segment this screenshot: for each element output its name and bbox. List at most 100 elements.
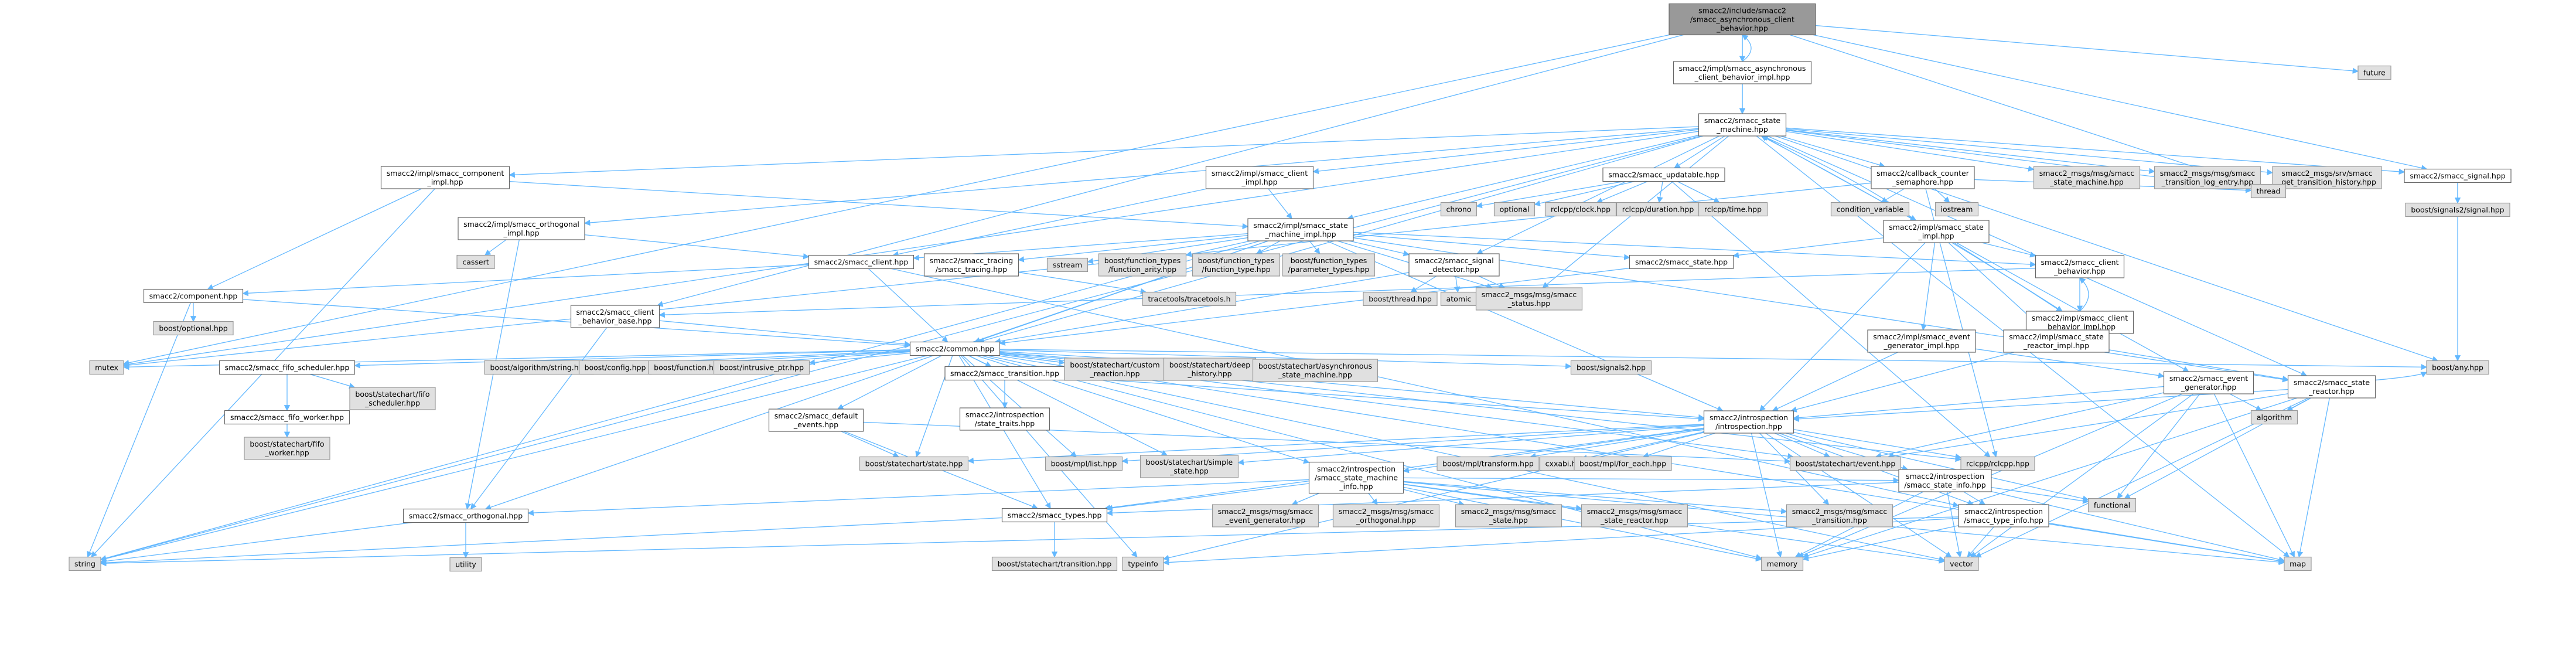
node-types[interactable]: smacc2/smacc_types.hpp [1001, 508, 1108, 523]
node-label: boost/thread.hpp [1369, 295, 1432, 304]
node-state-reactor-impl[interactable]: smacc2/impl/smacc_state_reactor_impl.hpp [2003, 329, 2110, 353]
node-box [959, 407, 1050, 431]
node-client-impl[interactable]: smacc2/impl/smacc_client_impl.hpp [1205, 166, 1314, 189]
node-signal-detector[interactable]: smacc2/smacc_signal_detector.hpp [1408, 253, 1500, 277]
node-introspection[interactable]: smacc2/introspection/introspection.hpp [1703, 410, 1794, 434]
edge-state-machine-to-signal [1786, 127, 2406, 175]
edge-signal-detector-to-common [994, 272, 1410, 345]
node-transition[interactable]: smacc2/smacc_transition.hpp [944, 366, 1065, 381]
node-label: _behavior.hpp [2053, 267, 2106, 275]
edge-sm-impl-to-tracing [1018, 234, 1248, 263]
node-rclcpp-time: rclcpp/time.hpp [1698, 202, 1768, 217]
edge-introspection-to-memory [1751, 433, 1783, 558]
node-box [449, 557, 482, 572]
node-label: smacc2_msgs/msg/smacc [2039, 169, 2135, 178]
node-box [909, 341, 1001, 356]
node-common[interactable]: smacc2/common.hpp [909, 341, 1001, 356]
edge-event-generator-to-algorithm [2229, 393, 2263, 411]
node-label: smacc2_msgs/msg/smacc [1792, 507, 1888, 516]
node-label: _state_machine.hpp [1278, 370, 1352, 379]
node-label: boost/mpl/for_each.hpp [1579, 459, 1666, 468]
edge-callback-sem-to-cond-var [1881, 188, 1905, 203]
node-signal[interactable]: smacc2/smacc_signal.hpp [2404, 168, 2512, 183]
edge-types-to-string [100, 517, 1002, 566]
edge-sm-info-to-msg-transition [1403, 481, 1787, 515]
node-client-behavior[interactable]: smacc2/smacc_client_behavior.hpp [2035, 255, 2125, 278]
node-label: smacc2/introspection [965, 410, 1044, 419]
node-state-traits[interactable]: smacc2/introspection/state_traits.hpp [959, 407, 1050, 431]
node-sm-info[interactable]: smacc2/introspection/smacc_state_machine… [1308, 461, 1404, 494]
node-state[interactable]: smacc2/smacc_state.hpp [1629, 254, 1734, 270]
node-label: smacc2/introspection [1906, 472, 1984, 481]
node-label: _events.hpp [793, 420, 838, 429]
node-label: mutex [95, 363, 118, 372]
node-label: boost/statechart/simple [1146, 458, 1233, 467]
edge-sm-impl-to-ft-type [1255, 240, 1281, 254]
node-label: smacc2/introspection [1710, 413, 1788, 422]
edge-type-info-to-vector [1967, 526, 1994, 558]
edge-introspection-to-vector [1765, 433, 1952, 558]
edge-type-info-to-memory [1802, 525, 1959, 561]
node-box [1001, 508, 1108, 523]
node-vector: vector [1944, 556, 1979, 571]
node-component-impl[interactable]: smacc2/impl/smacc_component_impl.hpp [380, 166, 510, 189]
node-orthogonal[interactable]: smacc2/smacc_orthogonal.hpp [402, 508, 529, 523]
node-box [244, 437, 330, 460]
node-boost-thread: boost/thread.hpp [1363, 291, 1438, 307]
node-state-reactor[interactable]: smacc2/smacc_state_reactor.hpp [2287, 375, 2376, 399]
node-box [2287, 375, 2376, 399]
edge-event-generator-to-sc-event [1875, 392, 2164, 459]
node-sm-impl[interactable]: smacc2/impl/smacc_state_machine_impl.hpp [1247, 218, 1354, 241]
edge-updatable-to-rclcpp-time [1677, 181, 1720, 203]
node-boost-any: boost/any.hpp [2426, 360, 2489, 375]
node-label: smacc2/smacc_transition.hpp [950, 369, 1059, 378]
node-state-machine[interactable]: smacc2/smacc_state_machine.hpp [1698, 113, 1787, 137]
node-event-generator-impl[interactable]: smacc2/impl/smacc_event_generator_impl.h… [1867, 329, 1976, 353]
node-label: _generator_impl.hpp [1883, 341, 1959, 350]
node-type-info[interactable]: smacc2/introspection/smacc_type_info.hpp [1958, 504, 2049, 527]
node-client-behavior-base[interactable]: smacc2/smacc_client_behavior_base.hpp [570, 305, 660, 328]
node-label: _generator.hpp [2181, 383, 2237, 392]
node-label: smacc2/smacc_default [774, 411, 858, 420]
edge-introspection-to-functional [1793, 431, 2089, 502]
node-state-info[interactable]: smacc2/introspection/smacc_state_info.hp… [1898, 469, 1992, 492]
node-label: functional [2094, 501, 2130, 510]
node-label: boost/signals2/signal.hpp [2411, 206, 2504, 215]
edge-state-reactor-to-map [2297, 397, 2330, 558]
node-box [1046, 257, 1089, 273]
edge-client-behavior-base-to-orthogonal [470, 327, 608, 510]
node-box [219, 360, 356, 375]
node-async-impl[interactable]: smacc2/impl/smacc_asynchronous_client_be… [1673, 61, 1812, 84]
node-label: smacc2/smacc_fifo_scheduler.hpp [225, 363, 350, 372]
edge-client-behavior-impl-to-client-behavior [2079, 277, 2089, 312]
node-fifo-worker[interactable]: smacc2/smacc_fifo_worker.hpp [224, 410, 350, 425]
node-tracing[interactable]: smacc2/smacc_tracing/smacc_tracing.hpp [923, 253, 1019, 277]
edge-common-to-default-events [837, 355, 942, 410]
node-client[interactable]: smacc2/smacc_client.hpp [808, 254, 915, 270]
node-box [1282, 253, 1376, 277]
node-box [1163, 358, 1257, 381]
node-callback-sem[interactable]: smacc2/callback_counter_semaphore.hpp [1871, 166, 1975, 189]
edge-event-generator-to-map [2213, 393, 2295, 558]
node-updatable[interactable]: smacc2/smacc_updatable.hpp [1602, 167, 1725, 182]
node-box [153, 321, 234, 336]
node-orthogonal-impl[interactable]: smacc2/impl/smacc_orthogonal_impl.hpp [458, 217, 585, 240]
node-label: smacc2/impl/smacc_state [1889, 223, 1984, 232]
node-label: rclcpp/duration.hpp [1622, 205, 1694, 214]
node-tracetools: tracetools/tracetools.h [1142, 291, 1237, 307]
edge-state-machine-to-client-impl [1312, 129, 1699, 175]
node-component[interactable]: smacc2/component.hpp [143, 288, 244, 304]
node-state-impl[interactable]: smacc2/impl/smacc_state_impl.hpp [1883, 220, 1990, 243]
node-thread: thread [2250, 183, 2287, 199]
node-label: smacc2/smacc_signal.hpp [2410, 172, 2505, 181]
node-box [1602, 167, 1725, 182]
node-event-generator[interactable]: smacc2/smacc_event_generator.hpp [2163, 371, 2254, 394]
node-label: _behavior.hpp [1716, 24, 1768, 33]
node-default-events[interactable]: smacc2/smacc_default_events.hpp [768, 409, 864, 432]
node-fifo-scheduler[interactable]: smacc2/smacc_fifo_scheduler.hpp [219, 360, 356, 375]
edge-orthogonal-impl-to-cassert [484, 239, 507, 256]
node-box [1122, 556, 1164, 571]
node-box [1192, 253, 1281, 277]
node-root[interactable]: smacc2/include/smacc2/smacc_asynchronous… [1669, 3, 1816, 36]
